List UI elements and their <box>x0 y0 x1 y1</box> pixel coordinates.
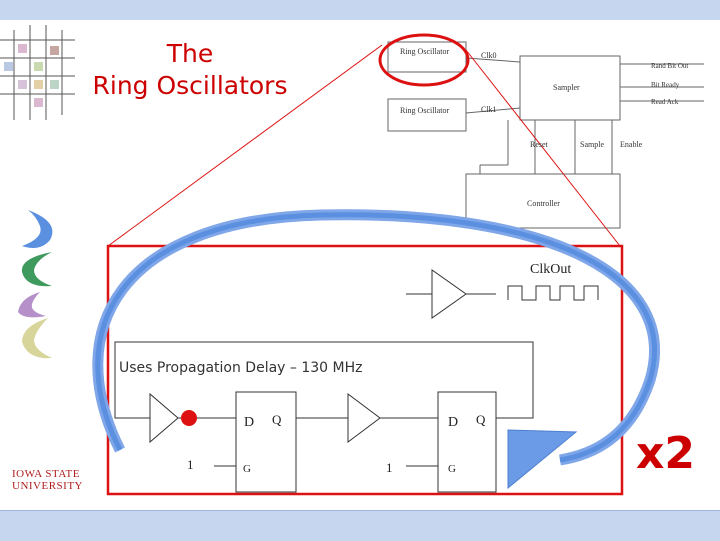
clk1-label: Clk1 <box>481 105 497 114</box>
footer-bar <box>0 510 720 541</box>
probe-dot <box>181 410 197 426</box>
controller-label: Controller <box>527 199 560 208</box>
zoom-line-left <box>107 44 383 247</box>
logo-line-2: UNIVERSITY <box>12 480 83 492</box>
ff1-q-label: Q <box>272 412 282 427</box>
circuit-diagram <box>114 269 599 493</box>
controller-block <box>465 173 621 229</box>
ring-oscillator-label-1: Ring Oscillator <box>400 47 449 56</box>
sampler-block <box>519 55 621 121</box>
bit-ready-label: Bit Ready <box>651 81 680 89</box>
ff1-d-label: D <box>244 415 254 430</box>
highlight-ellipse <box>378 33 470 87</box>
rand-bit-out-label: Rand Bit Out <box>651 62 688 70</box>
caption-text: Uses Propagation Delay – 130 MHz <box>119 360 363 376</box>
ring-oscillator-block-1 <box>387 41 467 73</box>
multiplier-label: x2 <box>636 428 695 479</box>
grid-decoration <box>0 25 75 120</box>
zoom-box <box>106 244 624 496</box>
university-logo: IOWA STATE UNIVERSITY <box>12 468 92 492</box>
const1-label: 1 <box>187 457 194 472</box>
ff2-g-label: G <box>448 463 456 475</box>
ff1-g-label: G <box>243 463 251 475</box>
sampler-label: Sampler <box>553 83 580 92</box>
enable-label: Enable <box>620 140 643 149</box>
title-line-1: The <box>166 39 214 68</box>
ff2-d-label: D <box>448 415 458 430</box>
clk0-label: Clk0 <box>481 51 497 60</box>
header-bar <box>0 0 720 20</box>
reset-label: Reset <box>530 140 549 149</box>
zoom-line-right <box>465 49 621 247</box>
slide-title: The Ring Oscillators <box>70 38 310 102</box>
loop-arrow-icon <box>92 209 660 490</box>
read-ack-label: Read Ack <box>651 98 679 106</box>
const2-label: 1 <box>386 460 393 475</box>
clkout-label: ClkOut <box>530 262 571 277</box>
ff2-q-label: Q <box>476 412 486 427</box>
title-line-2: Ring Oscillators <box>92 71 288 100</box>
crescent-decorations <box>18 210 53 359</box>
logo-line-1: IOWA STATE <box>12 468 80 480</box>
sample-label: Sample <box>580 140 604 149</box>
ring-oscillator-label-2: Ring Oscillator <box>400 106 449 115</box>
ring-oscillator-block-2 <box>387 98 467 132</box>
system-block-diagram <box>387 41 704 229</box>
